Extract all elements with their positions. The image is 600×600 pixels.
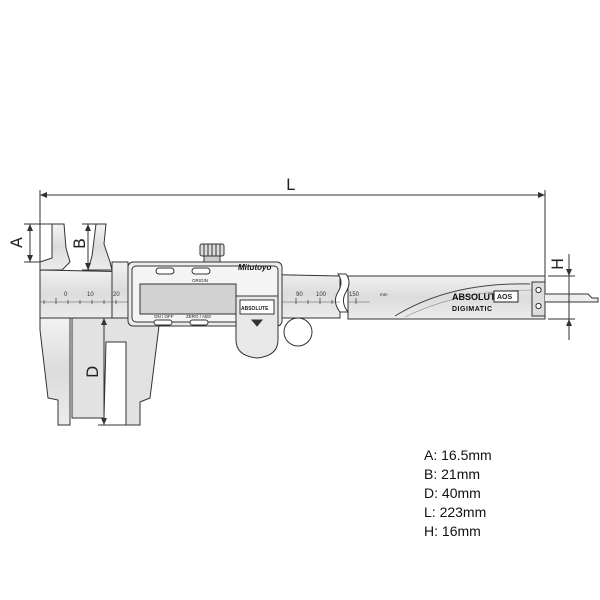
scale-number-10: 10 <box>87 292 94 298</box>
dimension-label-H: H <box>548 258 567 270</box>
dimension-label-L: L <box>286 175 295 194</box>
aos-badge <box>493 290 519 303</box>
beam-break-marks <box>334 273 350 313</box>
spec-value: 40mm <box>441 485 481 501</box>
dimension-label-B: B <box>70 238 89 249</box>
spec-value: 16.5mm <box>441 447 492 463</box>
lcd-display <box>139 283 237 315</box>
end-screw-icon <box>535 286 542 294</box>
on-off-button[interactable] <box>153 319 173 326</box>
beam-swoosh <box>394 283 531 317</box>
spec-value: 21mm <box>441 466 481 482</box>
thumb-knob-icon <box>199 243 225 263</box>
dimension-A <box>24 223 52 263</box>
dimension-spec-list: A: 16.5mm B: 21mm D: 40mm L: 223mm H: 16… <box>424 446 492 541</box>
depth-rod <box>545 293 599 303</box>
origin-button[interactable] <box>191 267 211 275</box>
fixed-jaw <box>39 223 71 426</box>
scale-number-0: 0 <box>64 292 68 298</box>
scale-ticks-left <box>43 298 117 304</box>
spec-value: 223mm <box>439 504 487 520</box>
spec-key: A <box>424 447 434 463</box>
absolute-logo: ABSOLUTE <box>452 292 502 302</box>
dimension-label-D: D <box>83 366 102 378</box>
scale-number-90: 90 <box>296 292 303 298</box>
dimension-H <box>548 254 575 340</box>
spec-item-H: H: 16mm <box>424 523 481 539</box>
aos-badge-text: AOS <box>497 294 513 301</box>
brand-logo: Mitutoyo <box>238 263 271 272</box>
end-screw-icon <box>535 302 542 310</box>
zero-abs-label: ZERO / ABS <box>186 314 211 319</box>
on-off-label: ON / OFF <box>154 314 174 319</box>
scale-number-150: 150 <box>349 292 360 298</box>
top-left-button[interactable] <box>155 267 175 275</box>
scale-number-20: 20 <box>113 292 120 298</box>
spec-value: 16mm <box>441 523 481 539</box>
scale-number-100: 100 <box>316 292 327 298</box>
absolute-badge <box>235 295 279 359</box>
spec-item-A: A: 16.5mm <box>424 447 492 463</box>
dimension-label-A: A <box>7 237 26 248</box>
spec-key: B <box>424 466 434 482</box>
digimatic-logo: DIGIMATIC <box>452 306 493 313</box>
spec-item-L: L: 223mm <box>424 504 487 520</box>
thumb-roller-icon[interactable] <box>283 317 313 347</box>
spec-key: L <box>424 504 432 520</box>
origin-label: ORIGIN <box>192 278 208 283</box>
spec-item-D: D: 40mm <box>424 485 481 501</box>
unit-label: mm <box>380 292 388 297</box>
spec-key: H <box>424 523 435 539</box>
scale-ticks-right <box>295 298 357 304</box>
sliding-jaw <box>71 223 161 426</box>
dimension-D <box>98 318 126 426</box>
zero-abs-button[interactable] <box>189 319 209 326</box>
spec-item-B: B: 21mm <box>424 466 481 482</box>
badge-absolute-text: ABSOLUTE <box>241 306 269 312</box>
dimension-B <box>82 223 96 271</box>
spec-key: D <box>424 485 435 501</box>
dimension-L <box>39 190 546 276</box>
